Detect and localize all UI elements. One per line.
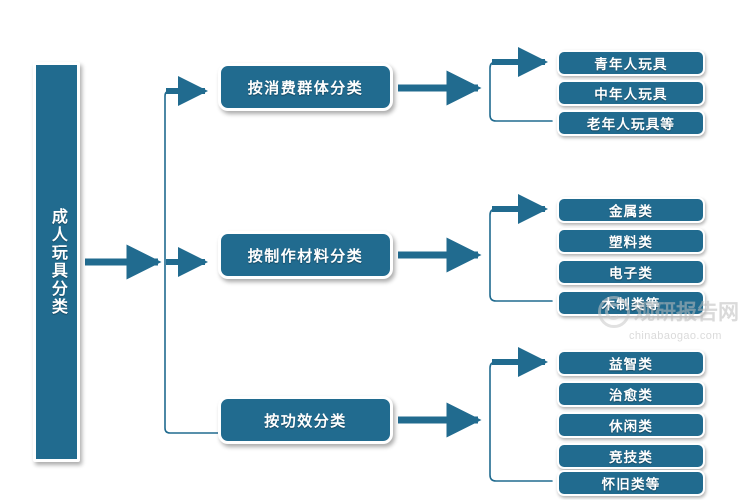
branch-node-label: 按功效分类 bbox=[264, 413, 347, 430]
leaf-node[interactable]: 金属类 bbox=[557, 197, 705, 223]
root-node[interactable]: 成人玩具分类 bbox=[33, 62, 80, 462]
leaf-node[interactable]: 木制类等 bbox=[557, 290, 705, 316]
connector-branch-2-to-leaves bbox=[398, 347, 553, 482]
leaf-node-label: 木制类等 bbox=[601, 297, 661, 312]
branch-node-consumer-group[interactable]: 按消费群体分类 bbox=[218, 63, 393, 111]
leaf-node-label: 中年人玩具 bbox=[594, 87, 668, 102]
leaf-node-label: 治愈类 bbox=[608, 388, 654, 403]
leaf-node[interactable]: 竞技类 bbox=[557, 443, 705, 469]
branch-node-material[interactable]: 按制作材料分类 bbox=[218, 231, 393, 279]
branch-node-label: 按制作材料分类 bbox=[247, 248, 364, 265]
leaf-node-label: 塑料类 bbox=[608, 235, 654, 250]
leaf-node-label: 金属类 bbox=[608, 204, 654, 219]
leaf-node-label: 休闲类 bbox=[608, 419, 654, 434]
leaf-node[interactable]: 老年人玩具等 bbox=[557, 110, 705, 136]
leaf-node[interactable]: 中年人玩具 bbox=[557, 80, 705, 106]
connector-branch-1-to-leaves bbox=[398, 194, 553, 302]
leaf-node-label: 益智类 bbox=[608, 357, 654, 372]
leaf-node[interactable]: 益智类 bbox=[557, 350, 705, 376]
root-node-label: 成人玩具分类 bbox=[48, 208, 66, 316]
leaf-node-label: 电子类 bbox=[608, 266, 654, 281]
leaf-node-label: 青年人玩具 bbox=[594, 57, 668, 72]
leaf-node-label: 老年人玩具等 bbox=[586, 117, 676, 132]
leaf-node[interactable]: 塑料类 bbox=[557, 228, 705, 254]
leaf-node[interactable]: 怀旧类等 bbox=[557, 470, 705, 496]
connector-left-spine bbox=[164, 90, 223, 434]
leaf-node[interactable]: 电子类 bbox=[557, 259, 705, 285]
connector-branch-0-to-leaves bbox=[398, 47, 553, 122]
watermark-url: chinabaogao.com bbox=[629, 330, 722, 342]
leaf-node-label: 竞技类 bbox=[608, 450, 654, 465]
leaf-node-label: 怀旧类等 bbox=[601, 477, 661, 492]
leaf-node[interactable]: 青年人玩具 bbox=[557, 50, 705, 76]
branch-node-function[interactable]: 按功效分类 bbox=[218, 396, 393, 444]
leaf-node[interactable]: 治愈类 bbox=[557, 381, 705, 407]
branch-node-label: 按消费群体分类 bbox=[247, 80, 364, 97]
leaf-node[interactable]: 休闲类 bbox=[557, 412, 705, 438]
